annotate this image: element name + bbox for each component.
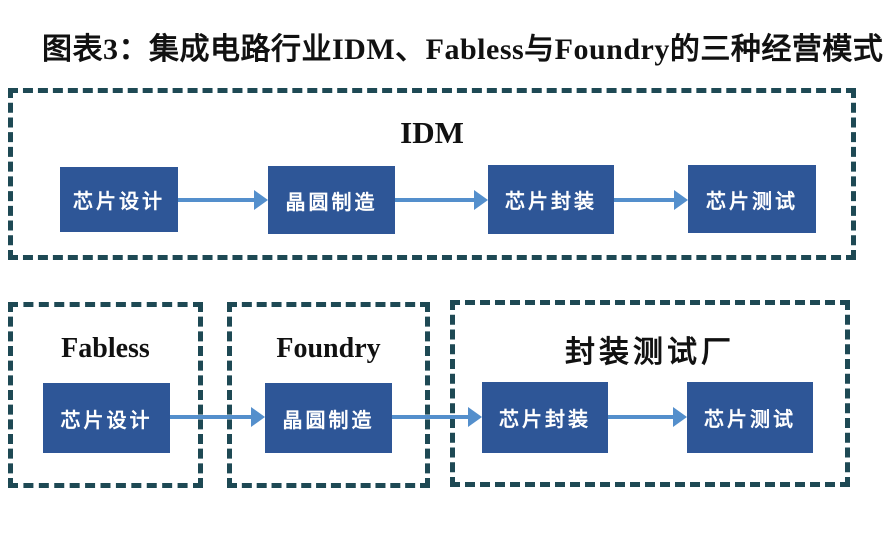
arrow-shaft xyxy=(178,198,259,202)
packaging-testing-section-label: 封装测试厂 xyxy=(565,336,735,369)
node-idm-chip-testing: 芯片测试 xyxy=(688,165,816,233)
arrow-packaging-to-testing-icon xyxy=(608,406,687,428)
arrow-head-icon xyxy=(674,190,688,210)
arrow-head-icon xyxy=(474,190,488,210)
node-idm-wafer-fabrication: 晶圆制造 xyxy=(268,166,395,234)
arrow-fabless-to-foundry-icon xyxy=(170,406,265,428)
arrow-idm-fab-to-packaging-icon xyxy=(395,189,488,211)
fabless-section-box: Fabless xyxy=(8,302,203,488)
arrow-shaft xyxy=(395,198,479,202)
node-pt-chip-testing: 芯片测试 xyxy=(687,382,813,453)
arrow-head-icon xyxy=(254,190,268,210)
arrow-head-icon xyxy=(468,407,482,427)
arrow-shaft xyxy=(170,415,256,419)
arrow-shaft xyxy=(614,198,679,202)
node-idm-chip-packaging: 芯片封装 xyxy=(488,165,614,234)
arrow-head-icon xyxy=(251,407,265,427)
figure-title: 图表3：集成电路行业IDM、Fabless与Foundry的三种经营模式 xyxy=(42,33,884,66)
node-fabless-chip-design: 芯片设计 xyxy=(43,383,170,453)
node-pt-chip-packaging: 芯片封装 xyxy=(482,382,608,453)
idm-section-label: IDM xyxy=(400,115,464,150)
arrow-shaft xyxy=(608,415,678,419)
arrow-idm-packaging-to-testing-icon xyxy=(614,189,688,211)
node-foundry-wafer-fabrication: 晶圆制造 xyxy=(265,383,392,453)
idm-section-box: IDM xyxy=(8,88,856,260)
foundry-section-box: Foundry xyxy=(227,302,430,488)
arrow-idm-design-to-fab-icon xyxy=(178,189,268,211)
packaging-testing-section-box: 封装测试厂 xyxy=(450,300,850,487)
fabless-section-label: Fabless xyxy=(61,333,150,364)
arrow-shaft xyxy=(392,415,473,419)
arrow-head-icon xyxy=(673,407,687,427)
foundry-section-label: Foundry xyxy=(276,333,381,364)
arrow-foundry-to-packaging-icon xyxy=(392,406,482,428)
node-idm-chip-design: 芯片设计 xyxy=(60,167,178,232)
